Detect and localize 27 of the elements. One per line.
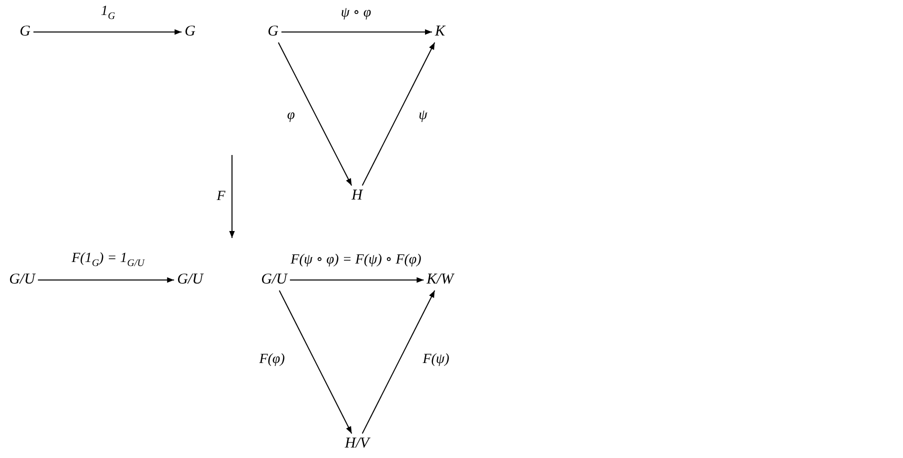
object-label: G [182,22,198,42]
edge-label: F(ψ ∘ φ) = F(ψ) ∘ F(φ) [290,252,422,268]
object-label: G/U [258,270,290,290]
edge-label: 1$_{G}$ [100,4,116,22]
edge-label: F(φ) [259,352,285,368]
edge-label: φ [287,108,295,124]
arrow [37,277,175,283]
object-label: G [264,22,282,42]
object-label: H/V [342,434,372,454]
arrow [278,290,352,434]
object-label: G [16,22,34,42]
arrow [362,42,436,186]
edge-label: ψ [418,108,428,124]
object-label: H [348,186,366,206]
object-label: K/W [424,270,456,290]
object-label: G/U [174,270,206,290]
arrow [278,42,352,186]
edge-label: F(ψ) [422,352,450,368]
object-label: G/U [6,270,38,290]
edge-label: F(1$_{G}$) = 1$_{G/U}$ [72,251,144,269]
object-label: K [432,22,448,42]
edge-label: ψ ∘ φ [340,4,372,22]
arrow [280,29,432,35]
arrow [32,29,182,35]
arrow [362,290,436,434]
arrow [289,277,424,283]
functor-label: F [216,189,226,205]
